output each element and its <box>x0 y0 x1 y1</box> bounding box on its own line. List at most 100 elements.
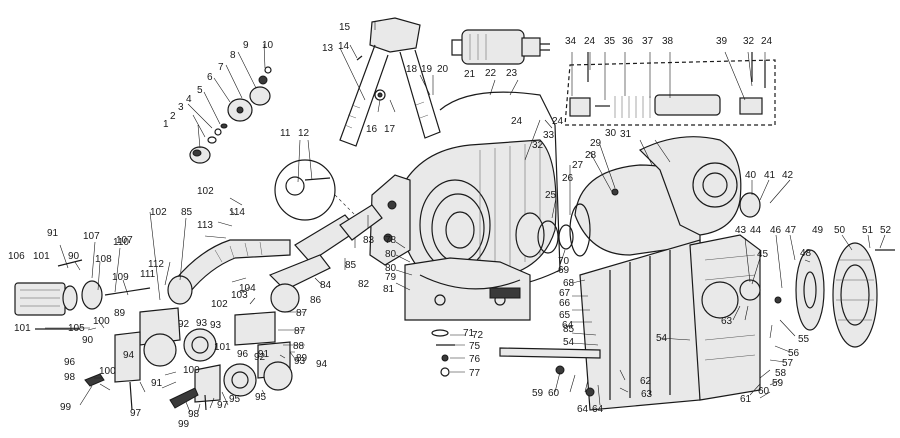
part-label: 7 <box>218 62 224 73</box>
part-label: 64 <box>577 404 589 415</box>
small-washers <box>431 329 455 377</box>
leader-lines <box>45 22 886 413</box>
part-label: 49 <box>812 225 824 236</box>
part-label: 102 <box>150 207 167 218</box>
part-label: 15 <box>339 22 351 33</box>
part-label: 60 <box>758 386 770 397</box>
part-label: 21 <box>464 69 476 80</box>
part-label: 24 <box>761 36 773 47</box>
part-label: 32 <box>743 36 755 47</box>
part-label: 75 <box>469 341 481 352</box>
part-label: 27 <box>572 160 584 171</box>
part-label: 24 <box>552 116 564 127</box>
part-label: 19 <box>421 64 433 75</box>
part-label: 72 <box>472 330 484 341</box>
part-label: 91 <box>47 228 59 239</box>
blower-assembly <box>739 242 895 348</box>
part-label: 112 <box>148 259 164 270</box>
part-label: 63 <box>641 389 653 400</box>
outlet-elbow-housing <box>569 136 761 257</box>
part-label: 66 <box>559 298 571 309</box>
part-label: 3 <box>178 102 184 113</box>
part-label: 46 <box>770 225 782 236</box>
part-label: 100 <box>99 366 116 377</box>
part-label: 54 <box>656 333 668 344</box>
part-label: 94 <box>316 359 328 370</box>
part-label: 99 <box>178 419 190 430</box>
part-label: 23 <box>506 68 518 79</box>
part-label: 71 <box>463 328 475 339</box>
part-label: 36 <box>622 36 634 47</box>
part-label: 86 <box>310 295 322 306</box>
part-label: 32 <box>532 140 544 151</box>
fitting-stack-part <box>189 66 272 164</box>
part-label: 93 <box>210 320 222 331</box>
part-label: 77 <box>469 368 481 379</box>
part-label: 111 <box>140 269 156 280</box>
part-label: 107 <box>83 231 100 242</box>
part-label: 93 <box>294 356 306 367</box>
part-label: 101 <box>33 251 50 262</box>
part-label: 30 <box>605 128 617 139</box>
part-label: 108 <box>95 254 112 265</box>
part-label: 84 <box>320 280 332 291</box>
intake-pipe-run <box>167 204 383 313</box>
part-label: 90 <box>82 335 94 346</box>
part-label: 85 <box>345 260 357 271</box>
part-label: 103 <box>231 290 248 301</box>
part-label: 65 <box>559 310 571 321</box>
part-label: 102 <box>211 299 228 310</box>
part-label: 114 <box>229 207 245 218</box>
part-label: 44 <box>750 225 762 236</box>
part-label: 92 <box>178 319 190 330</box>
part-label: 10 <box>262 40 274 51</box>
part-label: 90 <box>68 251 80 262</box>
part-label: 54 <box>563 337 575 348</box>
part-label: 13 <box>322 43 334 54</box>
part-label: 98 <box>188 409 200 420</box>
part-label: 62 <box>640 376 652 387</box>
part-label: 85 <box>563 324 575 335</box>
part-label: 33 <box>543 130 555 141</box>
left-end-parts <box>14 259 151 330</box>
part-label: 100 <box>183 365 200 376</box>
part-label: 78 <box>385 235 397 246</box>
part-label: 101 <box>14 323 31 334</box>
part-label: 22 <box>485 68 497 79</box>
part-label: 113 <box>197 220 213 231</box>
part-label: 92 <box>254 352 266 363</box>
part-label: 63 <box>721 316 733 327</box>
part-label: 20 <box>437 64 449 75</box>
part-label: 4 <box>186 94 192 105</box>
part-label: 38 <box>662 36 674 47</box>
part-label: 89 <box>114 308 126 319</box>
part-label: 93 <box>196 318 208 329</box>
intake-tube-assembly <box>564 52 776 126</box>
part-label: 17 <box>384 124 396 135</box>
part-label: 99 <box>60 402 72 413</box>
part-label: 95 <box>255 392 267 403</box>
part-label: 1 <box>163 119 169 130</box>
part-label: 29 <box>590 138 602 149</box>
part-label: 16 <box>366 124 378 135</box>
part-label: 102 <box>197 186 214 197</box>
part-label: 55 <box>798 334 810 345</box>
part-label: 24 <box>584 36 596 47</box>
part-label: 106 <box>8 251 25 262</box>
part-label: 110 <box>113 237 129 248</box>
part-label: 56 <box>788 348 800 359</box>
part-label: 82 <box>358 279 370 290</box>
part-label: 89 <box>296 353 308 364</box>
part-label: 31 <box>620 129 632 140</box>
part-label: 94 <box>123 350 135 361</box>
part-label: 64 <box>592 404 604 415</box>
part-label: 81 <box>383 284 395 295</box>
part-label: 48 <box>800 248 812 259</box>
detail-inset <box>274 159 356 221</box>
part-label: 91 <box>151 378 163 389</box>
part-label: 28 <box>585 150 597 161</box>
part-label: 40 <box>745 170 757 181</box>
part-label: 100 <box>93 316 110 327</box>
